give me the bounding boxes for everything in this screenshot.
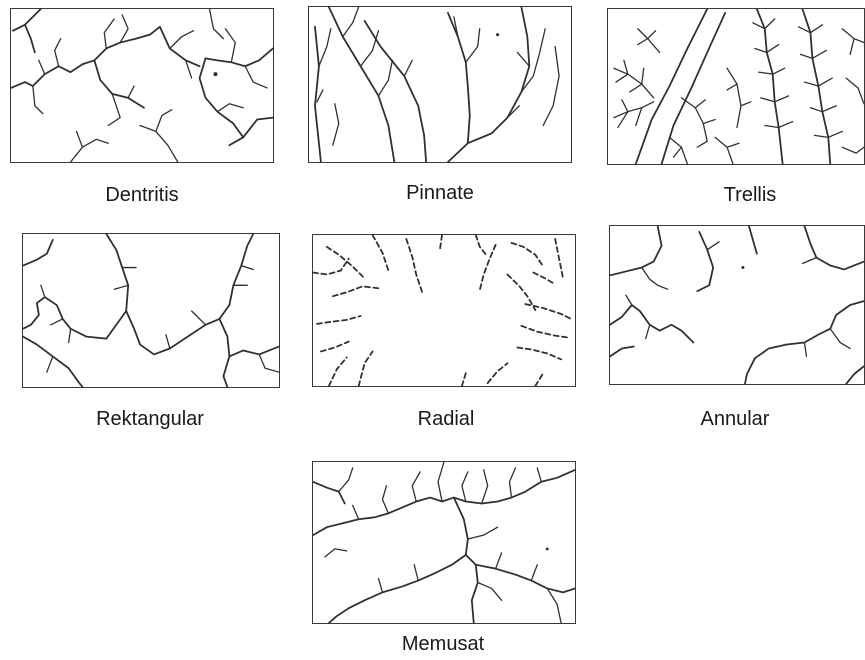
panel-pinnate [308, 6, 572, 163]
pinnate-pattern-drawing [309, 7, 571, 162]
caption-trellis: Trellis [650, 184, 850, 207]
caption-memusat: Memusat [343, 633, 543, 656]
radial-pattern-drawing [313, 235, 575, 386]
caption-rektangular: Rektangular [50, 408, 250, 431]
annular-pattern-drawing [610, 226, 864, 384]
trellis-pattern-drawing [608, 9, 864, 164]
panel-memusat [312, 461, 576, 624]
panel-annular [609, 225, 865, 385]
panel-rektangular [22, 233, 280, 388]
caption-pinnate: Pinnate [340, 182, 540, 205]
caption-annular: Annular [635, 408, 835, 431]
panel-radial [312, 234, 576, 387]
caption-dentritis: Dentritis [42, 184, 242, 207]
dentritis-pattern-drawing [11, 9, 273, 162]
caption-radial: Radial [346, 408, 546, 431]
rektangular-pattern-drawing [23, 234, 279, 387]
panel-trellis [607, 8, 865, 165]
panel-dentritis [10, 8, 274, 163]
memusat-pattern-drawing [313, 462, 575, 623]
